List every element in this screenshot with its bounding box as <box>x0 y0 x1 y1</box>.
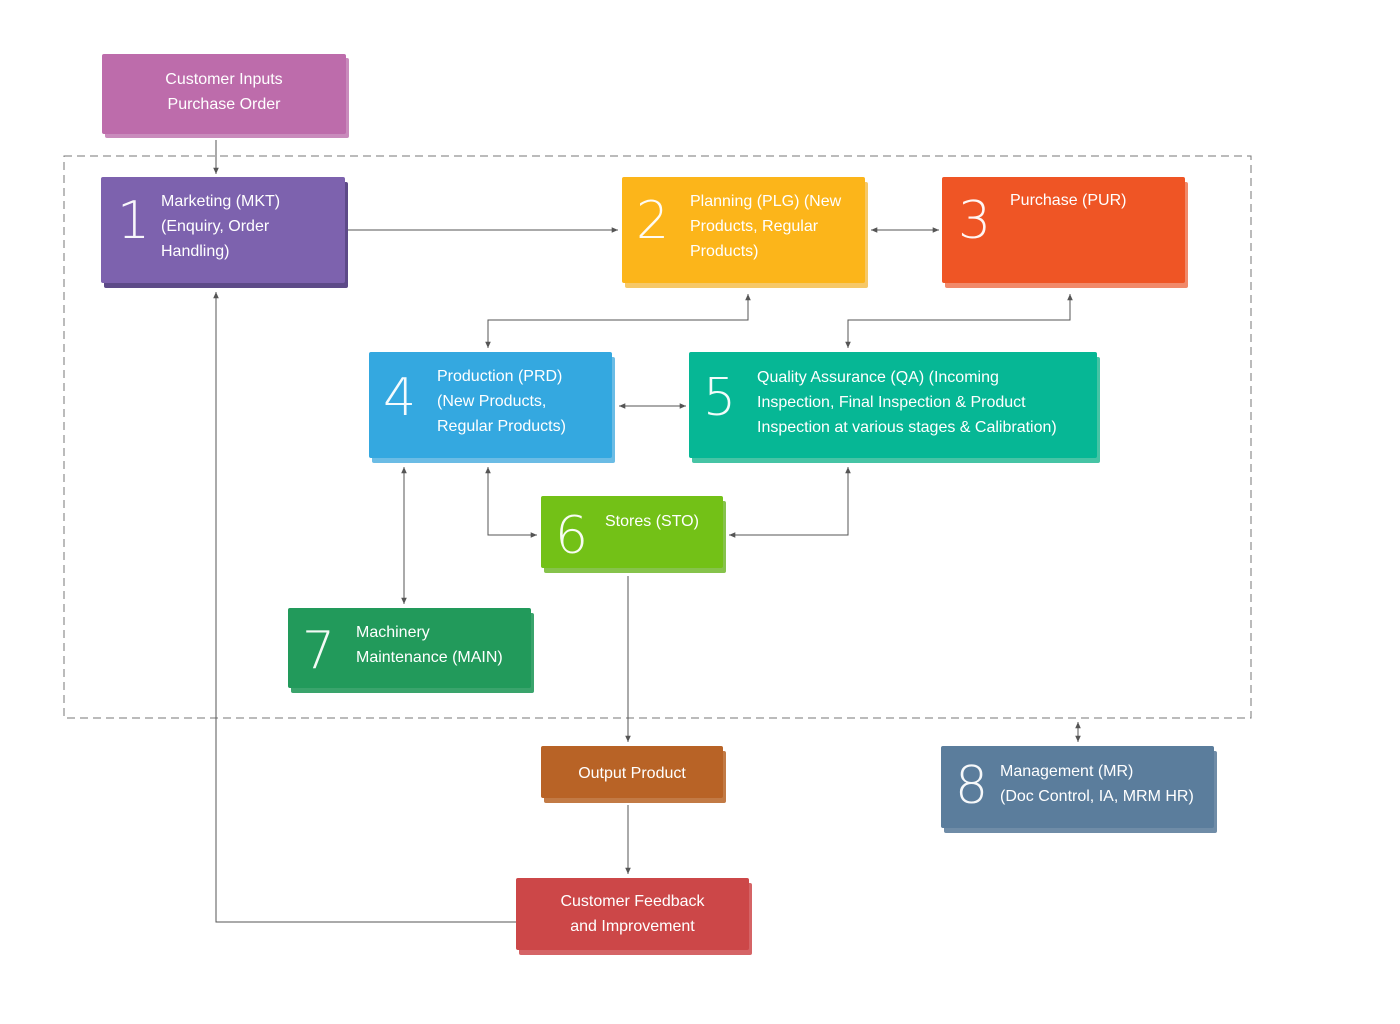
planning-step-number: 2 <box>636 191 670 251</box>
node-label-line: Customer Inputs <box>165 71 283 88</box>
purchase-node: 3 Purchase (PUR) <box>942 177 1185 283</box>
management-node: 8 Management (MR) (Doc Control, IA, MRM … <box>941 746 1214 828</box>
output-product-node: Output Product <box>541 746 723 798</box>
node-label-line: Purchase (PUR) <box>1010 192 1127 209</box>
production-node: 4 Production (PRD) (New Products, Regula… <box>369 352 612 458</box>
management-label: Management (MR) (Doc Control, IA, MRM HR… <box>1000 759 1210 809</box>
customer-feedback-label: Customer Feedback and Improvement <box>516 889 749 939</box>
node-label-line: Products) <box>690 243 759 260</box>
quality-assurance-node: 5 Quality Assurance (QA) (Incoming Inspe… <box>689 352 1097 458</box>
customer-inputs-label: Customer Inputs Purchase Order <box>102 67 346 117</box>
purchase-step-number: 3 <box>958 191 992 251</box>
node-label-line: (Doc Control, IA, MRM HR) <box>1000 788 1194 805</box>
connector-pur-qa <box>845 294 1073 348</box>
node-label-line: Management (MR) <box>1000 763 1134 780</box>
node-label-line: (New Products, <box>437 393 547 410</box>
node-label-line: Machinery <box>356 624 430 641</box>
node-label-line: Stores (STO) <box>605 513 699 530</box>
maintenance-node: 7 Machinery Maintenance (MAIN) <box>288 608 531 688</box>
customer-feedback-node: Customer Feedback and Improvement <box>516 878 749 950</box>
node-label-line: Products, Regular <box>690 218 819 235</box>
output-product-label: Output Product <box>541 761 723 786</box>
customer-inputs-node: Customer Inputs Purchase Order <box>102 54 346 134</box>
marketing-label: Marketing (MKT) (Enquiry, Order Handling… <box>161 189 341 264</box>
node-label-line: Inspection, Final Inspection & Product <box>757 394 1026 411</box>
node-label-line: Handling) <box>161 243 230 260</box>
node-label-line: Production (PRD) <box>437 368 563 385</box>
node-label-line: (Enquiry, Order <box>161 218 270 235</box>
connector-plg-prd <box>485 294 751 348</box>
connector-qa-sto <box>729 467 851 538</box>
marketing-node: 1 Marketing (MKT) (Enquiry, Order Handli… <box>101 177 345 283</box>
node-label-line: Purchase Order <box>167 96 281 113</box>
quality-assurance-label: Quality Assurance (QA) (Incoming Inspect… <box>757 365 1092 440</box>
node-label-line: Output Product <box>578 765 686 782</box>
organization-boundary <box>63 155 1252 719</box>
node-label-line: Marketing (MKT) <box>161 193 281 210</box>
node-label-line: Inspection at various stages & Calibrati… <box>757 419 1057 436</box>
management-step-number: 8 <box>955 756 989 816</box>
production-step-number: 4 <box>383 368 417 428</box>
maintenance-label: Machinery Maintenance (MAIN) <box>356 620 526 670</box>
planning-label: Planning (PLG) (New Products, Regular Pr… <box>690 189 860 264</box>
connector-feedback-to-mkt <box>213 292 516 923</box>
node-label-line: Maintenance (MAIN) <box>356 649 503 666</box>
stores-node: 6 Stores (STO) <box>541 496 723 568</box>
purchase-label: Purchase (PUR) <box>1010 188 1180 213</box>
marketing-step-number: 1 <box>117 191 151 251</box>
node-label-line: Quality Assurance (QA) (Incoming <box>757 369 999 386</box>
production-label: Production (PRD) (New Products, Regular … <box>437 364 607 439</box>
planning-node: 2 Planning (PLG) (New Products, Regular … <box>622 177 865 283</box>
node-label-line: Planning (PLG) (New <box>690 193 842 210</box>
stores-step-number: 6 <box>555 506 589 566</box>
node-label-line: Customer Feedback <box>560 893 705 910</box>
node-label-line: and Improvement <box>570 918 695 935</box>
node-label-line: Regular Products) <box>437 418 566 435</box>
connector-prd-sto <box>485 467 537 538</box>
stores-label: Stores (STO) <box>605 509 720 534</box>
maintenance-step-number: 7 <box>302 621 336 681</box>
quality-assurance-step-number: 5 <box>703 368 737 428</box>
